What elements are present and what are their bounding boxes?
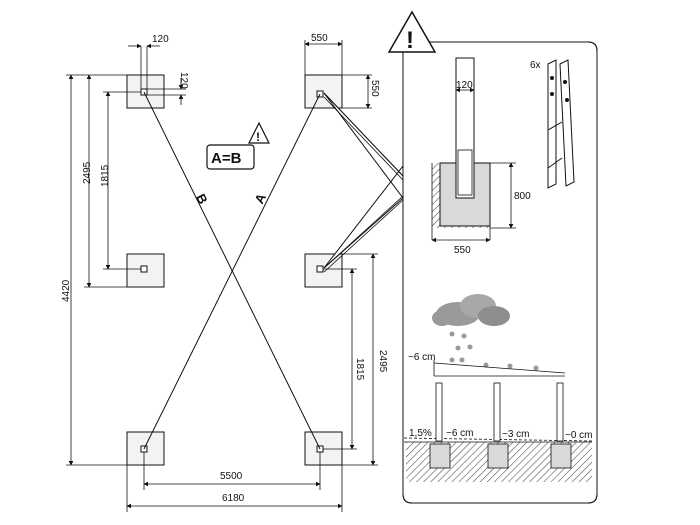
post-bracket-icon: [547, 59, 575, 189]
callout-line-top-2: [323, 96, 404, 181]
rain-cloud-icon: [432, 294, 539, 371]
dim-left-inner: [103, 91, 141, 270]
dim-bottom-outer: [126, 465, 343, 512]
warning-large-symbol: !: [406, 27, 414, 54]
slope-height-label: ~6 cm: [408, 352, 436, 363]
footing-bottom-right: [304, 431, 343, 466]
callout-line-bottom: [323, 195, 404, 269]
warning-small-icon: [248, 121, 270, 144]
dim-left-outer: [66, 74, 127, 466]
dim-post-width-top-text: 120: [152, 34, 169, 45]
ground-post-3: [550, 382, 572, 469]
footing-mid-right: [304, 253, 343, 288]
dim-left-outer-text: 4420: [61, 279, 72, 302]
dim-right-inner-text: 1815: [354, 358, 365, 381]
dim-right-inner: [323, 268, 357, 450]
diagonal-a-label: A: [251, 190, 269, 206]
warning-large-icon: !: [387, 10, 437, 54]
dim-bottom-inner-text: 5500: [220, 471, 243, 482]
post-height-label-2: ~3 cm: [502, 429, 530, 440]
dim-right-outer-text: 2495: [377, 350, 388, 373]
dim-footing-depth-top-text: 550: [369, 80, 380, 97]
dim-footing-depth-top: [342, 74, 372, 109]
dim-footing-width-top: [304, 40, 343, 75]
dim-post-width-top: [128, 43, 160, 89]
screw-count-label: 6x: [530, 60, 541, 71]
dim-bottom-inner: [143, 452, 321, 490]
dim-post-depth-top: [147, 78, 186, 105]
dim-detail-width-text: 550: [454, 245, 471, 256]
ground-post-2: [487, 382, 509, 469]
callout-line-top: [323, 92, 404, 177]
footing-mid-left: [126, 253, 165, 288]
footing-top-right: [304, 74, 343, 109]
detail-panel-border: [402, 41, 598, 504]
ground-post-1: [429, 382, 451, 469]
dim-detail-post-width-text: 120: [456, 80, 473, 91]
diagonal-check-label: A=B: [211, 150, 242, 167]
warning-small-symbol: !: [256, 130, 260, 144]
dim-post-depth-top-text: 120: [178, 72, 189, 89]
callout-line-bottom-2: [323, 199, 404, 273]
dim-bottom-outer-text: 6180: [222, 493, 245, 504]
dim-left-mid: [84, 74, 127, 288]
diagonal-b-label: B: [193, 191, 211, 206]
post-height-label-1: ~6 cm: [446, 428, 474, 439]
dim-left-mid-text: 2495: [82, 161, 93, 184]
dim-detail-depth: [490, 162, 516, 229]
post-height-label-3: ~0 cm: [565, 430, 593, 441]
diagonal-a-line: [143, 93, 321, 450]
dim-left-inner-text: 1815: [100, 164, 111, 187]
dim-detail-depth-text: 800: [514, 191, 531, 202]
dim-right-outer: [342, 253, 378, 466]
footing-section-detail: [431, 57, 491, 240]
dim-footing-width-top-text: 550: [311, 33, 328, 44]
footing-bottom-left: [126, 431, 165, 466]
diagonal-check-badge: A=B !: [206, 121, 270, 170]
slope-percent-label: 1,5%: [409, 428, 432, 439]
slope-indicator: [433, 360, 566, 377]
footing-top-left: [126, 74, 165, 109]
